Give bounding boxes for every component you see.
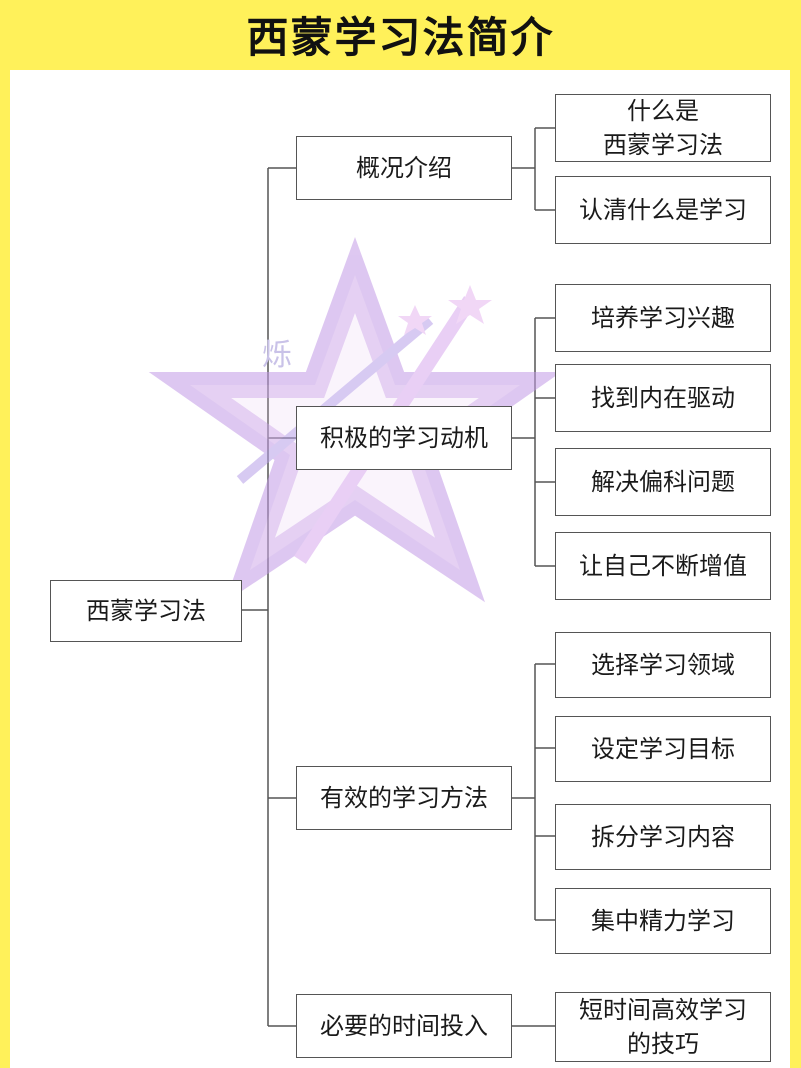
branch-overview: 概况介绍 [296,136,512,200]
watermark-text: 烁 [262,338,292,373]
leaf-self-growth: 让自己不断增值 [555,532,771,600]
leaf-subject-bias: 解决偏科问题 [555,448,771,516]
leaf-choose-field: 选择学习领域 [555,632,771,698]
leaf-cultivate-interest: 培养学习兴趣 [555,284,771,352]
leaf-set-goal: 设定学习目标 [555,716,771,782]
leaf-inner-drive: 找到内在驱动 [555,364,771,432]
branch-motivation: 积极的学习动机 [296,406,512,470]
leaf-split-content: 拆分学习内容 [555,804,771,870]
leaf-understand-learning: 认清什么是学习 [555,176,771,244]
root-node: 西蒙学习法 [50,580,242,642]
branch-method: 有效的学习方法 [296,766,512,830]
leaf-focus: 集中精力学习 [555,888,771,954]
page-title: 西蒙学习法简介 [246,12,555,62]
branch-time: 必要的时间投入 [296,994,512,1058]
leaf-efficient-tips: 短时间高效学习 的技巧 [555,992,771,1062]
leaf-what-is-simon: 什么是 西蒙学习法 [555,94,771,162]
